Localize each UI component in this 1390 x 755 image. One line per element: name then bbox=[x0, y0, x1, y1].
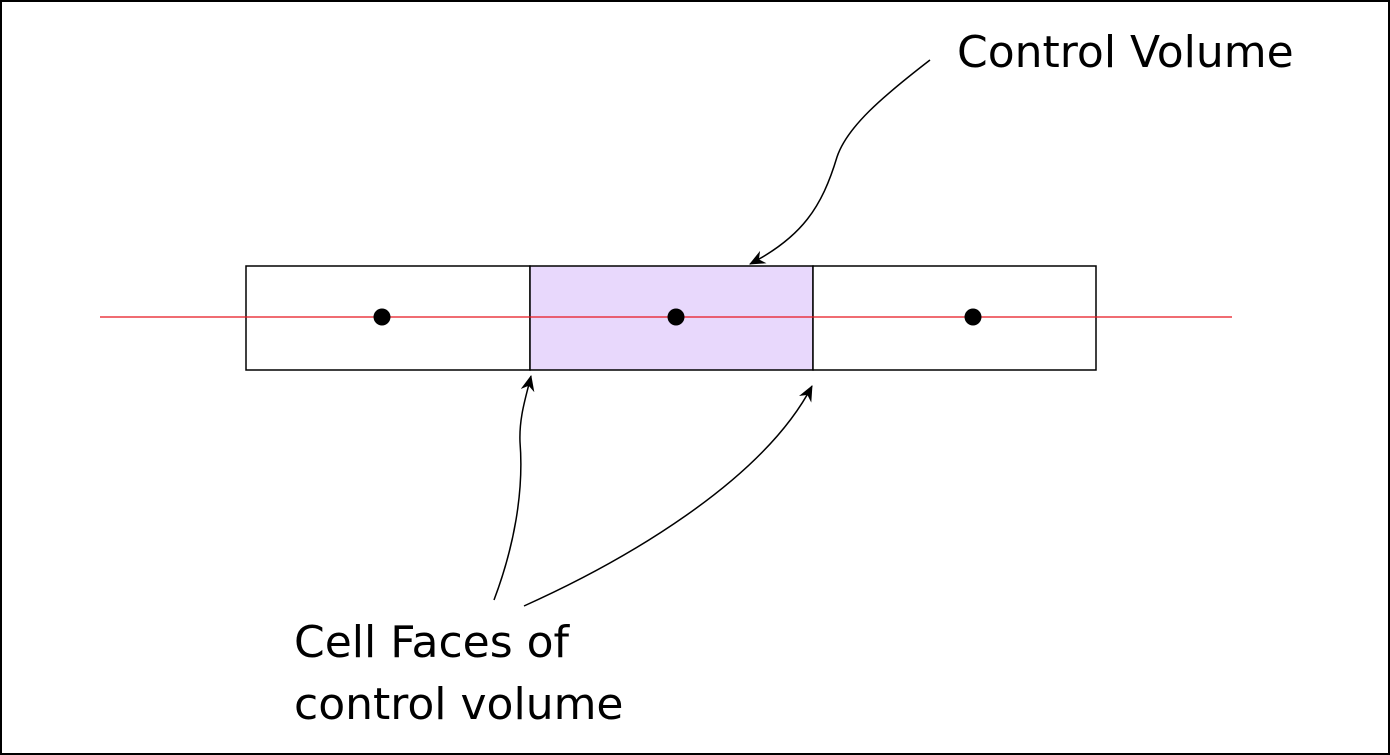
control-volume-arrow bbox=[749, 59, 931, 265]
right-face-arrow bbox=[523, 385, 813, 607]
center-node bbox=[667, 308, 685, 326]
left-node bbox=[373, 308, 391, 326]
left-face-arrow bbox=[493, 375, 535, 601]
cell-faces-label-line-2: control volume bbox=[294, 679, 624, 730]
cell-faces-label-line-1: Cell Faces of bbox=[294, 617, 570, 668]
control-volume-label: Control Volume bbox=[957, 27, 1294, 78]
right-cell bbox=[812, 265, 1097, 371]
cell-faces-label: Cell Faces of control volume bbox=[294, 612, 624, 736]
right-node bbox=[964, 308, 982, 326]
